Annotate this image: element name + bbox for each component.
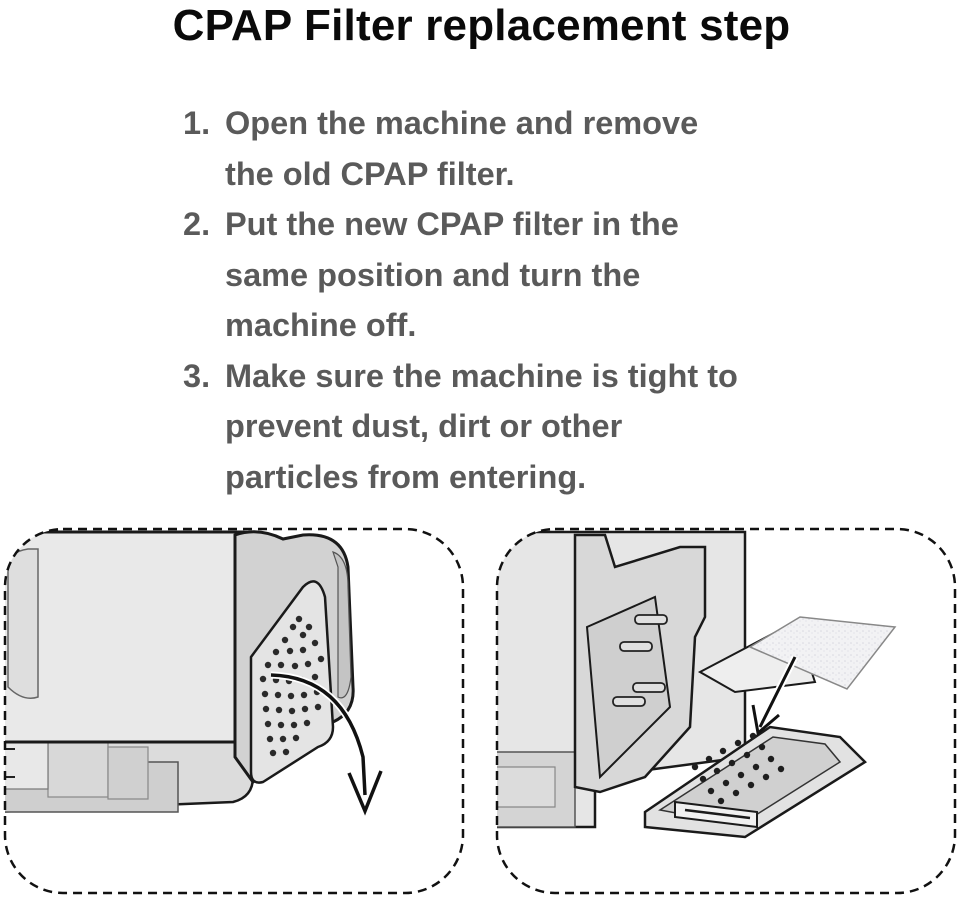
machine-body-left (5, 530, 383, 816)
curved-arrow-icon (270, 673, 367, 796)
door-pegs-icon (612, 614, 668, 707)
step-2-number: 2. (183, 206, 211, 242)
step-2-line-2: same position and turn the (225, 256, 641, 293)
step-3-line-2: prevent dust, dirt or other (225, 408, 623, 444)
page-title: CPAP Filter replacement step (172, 1, 791, 50)
dashed-frame (495, 527, 957, 895)
down-arrow-icon (758, 656, 797, 728)
step-1: 1. Open the machine and remove the old C… (183, 98, 863, 199)
step-3-number: 3. (183, 357, 211, 394)
step-2-line-1: Put the new CPAP filter in the (225, 206, 679, 242)
new-filter-pad (748, 616, 897, 690)
steps-list: 1. Open the machine and remove the old C… (183, 98, 863, 502)
step-1-line-2: the old CPAP filter. (225, 155, 515, 192)
open-machine-remove-filter-illustration (3, 527, 465, 895)
step-1-number: 1. (183, 105, 211, 141)
step-3-line-1: Make sure the machine is tight to (225, 357, 738, 394)
vent-holes-icon (259, 615, 325, 757)
tray-holes-icon (691, 732, 785, 805)
step-2: 2. Put the new CPAP filter in the same p… (183, 199, 863, 351)
step-2-line-3: machine off. (225, 307, 417, 343)
step-3: 3. Make sure the machine is tight to pre… (183, 351, 863, 503)
step-3-line-3: particles from entering. (225, 458, 587, 495)
dashed-frame (3, 527, 465, 895)
step-1-line-1: Open the machine and remove (225, 105, 699, 141)
insert-new-filter-illustration (495, 527, 957, 895)
